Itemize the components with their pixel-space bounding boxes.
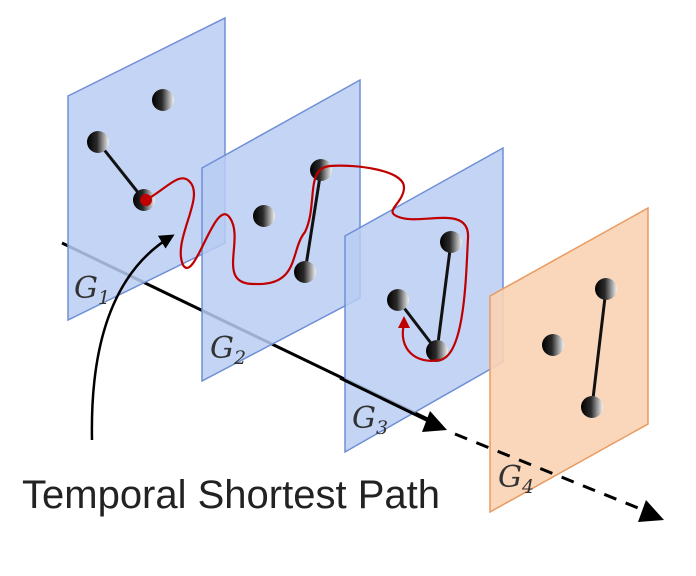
plane-g1-label: G1	[74, 271, 110, 309]
plane-g1: G1	[67, 16, 226, 322]
sphere-node-icon	[426, 340, 448, 362]
edge	[435, 241, 453, 352]
caption-pointer-arrow	[90, 234, 175, 441]
plane-g3-label: G3	[352, 401, 388, 439]
time-axis-future	[454, 432, 649, 514]
edge	[96, 141, 146, 201]
sphere-node-icon	[542, 334, 564, 356]
sphere-node-icon	[294, 261, 316, 283]
time-axis-front	[339, 376, 444, 430]
sphere-node-icon	[253, 205, 275, 227]
arrowhead-icon	[422, 411, 447, 432]
sphere-node-icon	[387, 289, 409, 311]
sphere-node-icon	[87, 131, 109, 153]
diagram-caption: Temporal Shortest Path	[22, 473, 440, 517]
sphere-node-icon	[440, 231, 462, 253]
red-dot-icon	[140, 194, 152, 206]
plane-g4: G4	[489, 206, 649, 514]
plane-g3: G3	[344, 146, 504, 454]
plane-g4-label: G4	[498, 460, 534, 498]
arrowhead-icon	[638, 500, 664, 522]
temporal-path	[145, 164, 470, 362]
plane-g2: G2	[201, 78, 361, 383]
red-arrowhead-icon	[398, 316, 410, 328]
sphere-node-icon	[152, 89, 174, 111]
edge	[303, 169, 323, 273]
sphere-node-icon	[581, 396, 603, 418]
edge	[590, 288, 608, 408]
sphere-node-icon	[595, 278, 617, 300]
plane-g2-label: G2	[210, 331, 246, 369]
